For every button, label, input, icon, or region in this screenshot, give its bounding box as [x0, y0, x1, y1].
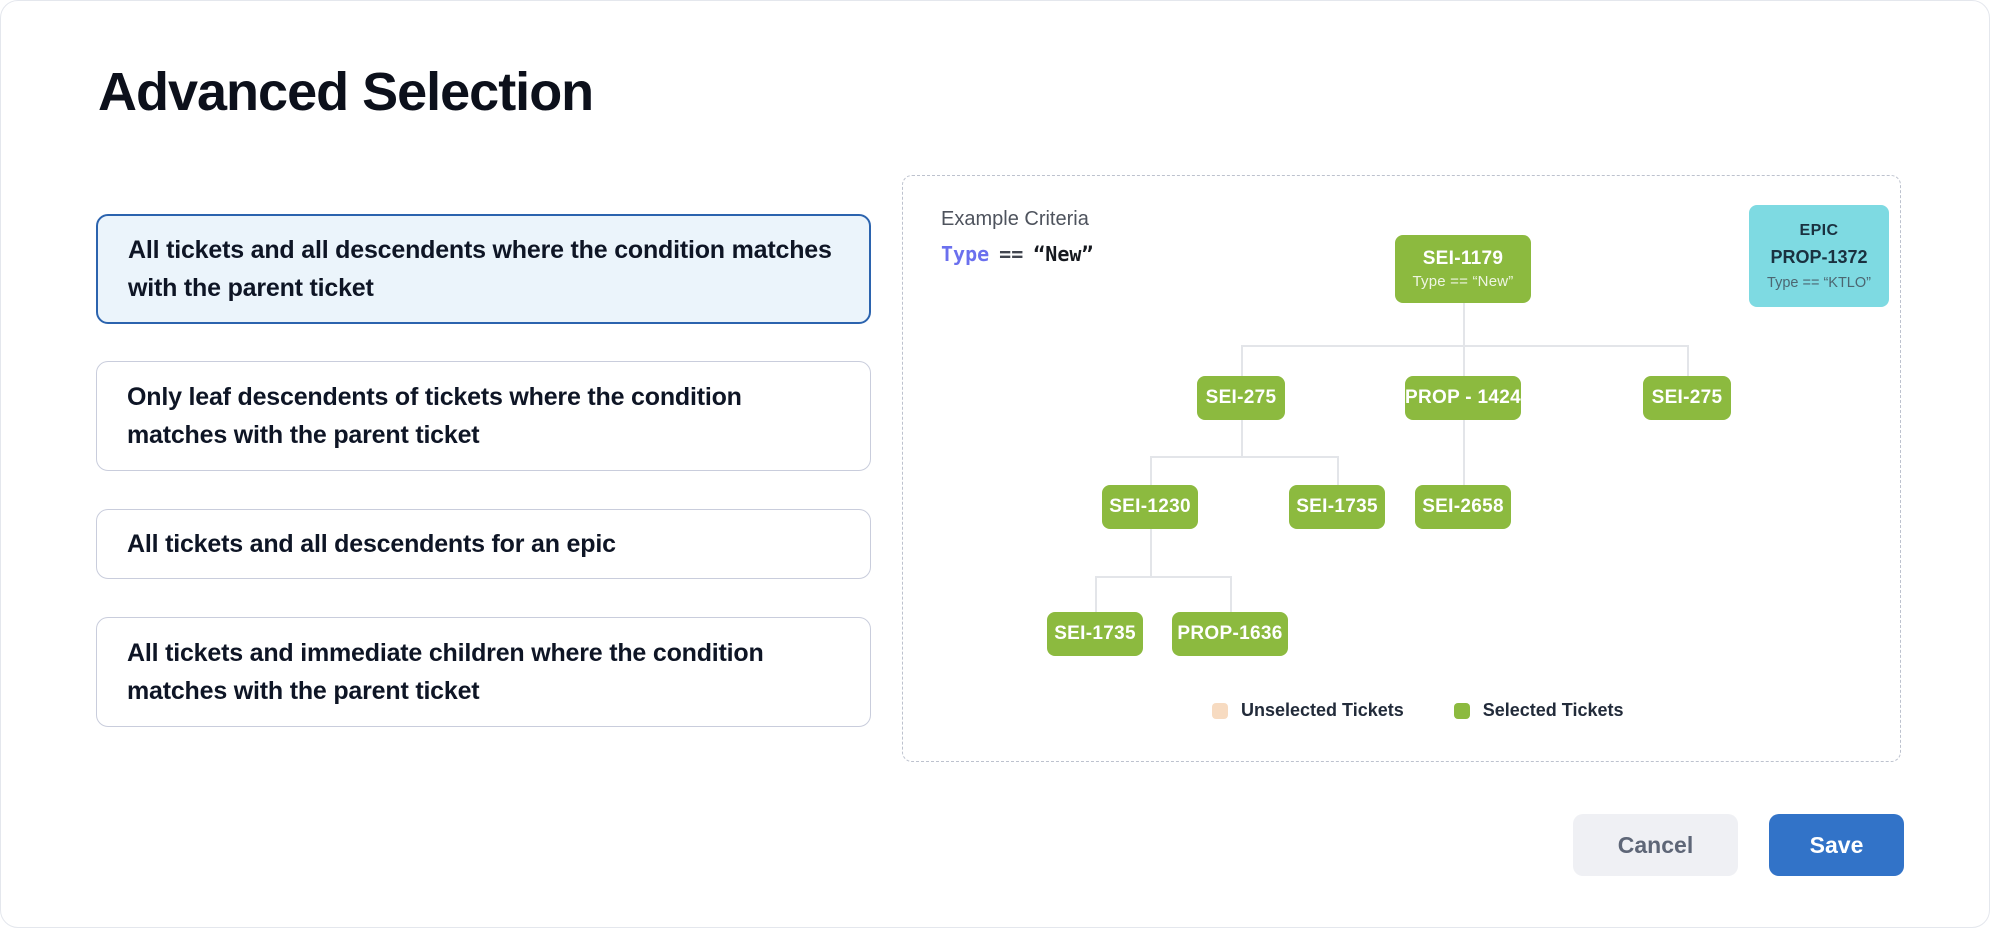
- save-button[interactable]: Save: [1769, 814, 1904, 876]
- legend-label: Selected Tickets: [1482, 700, 1624, 720]
- ticket-id: SEI-1179: [1422, 248, 1504, 269]
- example-criteria-expression: Type == “New”: [941, 242, 1093, 266]
- ticket-node: SEI-2658: [1415, 485, 1511, 529]
- epic-id: PROP-1372: [1770, 246, 1868, 267]
- legend-item-selected: Selected Tickets: [1453, 700, 1624, 721]
- option-label: Only leaf descendents of tickets where t…: [127, 383, 742, 449]
- tree-connector: [1150, 456, 1337, 458]
- ticket-node: PROP - 1424: [1405, 376, 1521, 420]
- criteria-value: “New”: [1033, 242, 1094, 266]
- page-title: Advanced Selection: [98, 62, 594, 122]
- ticket-node: SEI-275: [1197, 376, 1285, 420]
- example-criteria-label: Example Criteria: [941, 208, 1089, 230]
- tree-connector: [1150, 529, 1152, 576]
- tree-connector: [1241, 420, 1243, 456]
- criteria-field: Type: [941, 242, 990, 266]
- epic-condition: Type == “KTLO”: [1767, 274, 1871, 291]
- unselected-tickets-swatch: [1212, 702, 1228, 719]
- legend-label: Unselected Tickets: [1241, 700, 1404, 720]
- tree-connector: [1230, 576, 1232, 612]
- tree-connector: [1337, 456, 1339, 485]
- example-diagram-panel: Example Criteria Type == “New” EPIC PROP-1…: [902, 175, 1901, 762]
- ticket-node: SEI-1230: [1102, 485, 1198, 529]
- option-immediate-children-condition[interactable]: All tickets and immediate children where…: [96, 617, 871, 727]
- option-label: All tickets and immediate children where…: [127, 639, 764, 705]
- epic-card: EPIC PROP-1372 Type == “KTLO”: [1749, 205, 1889, 307]
- option-label: All tickets and all descendents for an e…: [127, 530, 616, 558]
- tree-connector: [1241, 345, 1243, 376]
- tree-connector: [1687, 345, 1689, 376]
- option-all-descendents-epic[interactable]: All tickets and all descendents for an e…: [96, 509, 871, 579]
- ticket-node-root: SEI-1179 Type == “New”: [1395, 235, 1531, 303]
- tree-connector: [1150, 456, 1152, 485]
- option-all-descendents-condition[interactable]: All tickets and all descendents where th…: [96, 214, 871, 324]
- criteria-operator: ==: [999, 242, 1024, 266]
- tree-connector: [1095, 576, 1097, 612]
- legend: Unselected Tickets Selected Tickets: [1212, 700, 1624, 721]
- ticket-node: SEI-275: [1643, 376, 1731, 420]
- ticket-node: PROP-1636: [1172, 612, 1288, 656]
- epic-badge: EPIC: [1799, 221, 1839, 239]
- tree-connector: [1095, 576, 1230, 578]
- ticket-node: SEI-1735: [1289, 485, 1385, 529]
- selected-tickets-swatch: [1453, 702, 1470, 719]
- legend-item-unselected: Unselected Tickets: [1212, 700, 1404, 721]
- tree-connector: [1463, 420, 1465, 485]
- option-label: All tickets and all descendents where th…: [128, 236, 832, 302]
- ticket-condition: Type == “New”: [1412, 273, 1514, 290]
- tree-connector: [1463, 345, 1465, 376]
- tree-connector: [1463, 303, 1465, 345]
- option-leaf-descendents-condition[interactable]: Only leaf descendents of tickets where t…: [96, 361, 871, 471]
- cancel-button[interactable]: Cancel: [1573, 814, 1738, 876]
- ticket-node: SEI-1735: [1047, 612, 1143, 656]
